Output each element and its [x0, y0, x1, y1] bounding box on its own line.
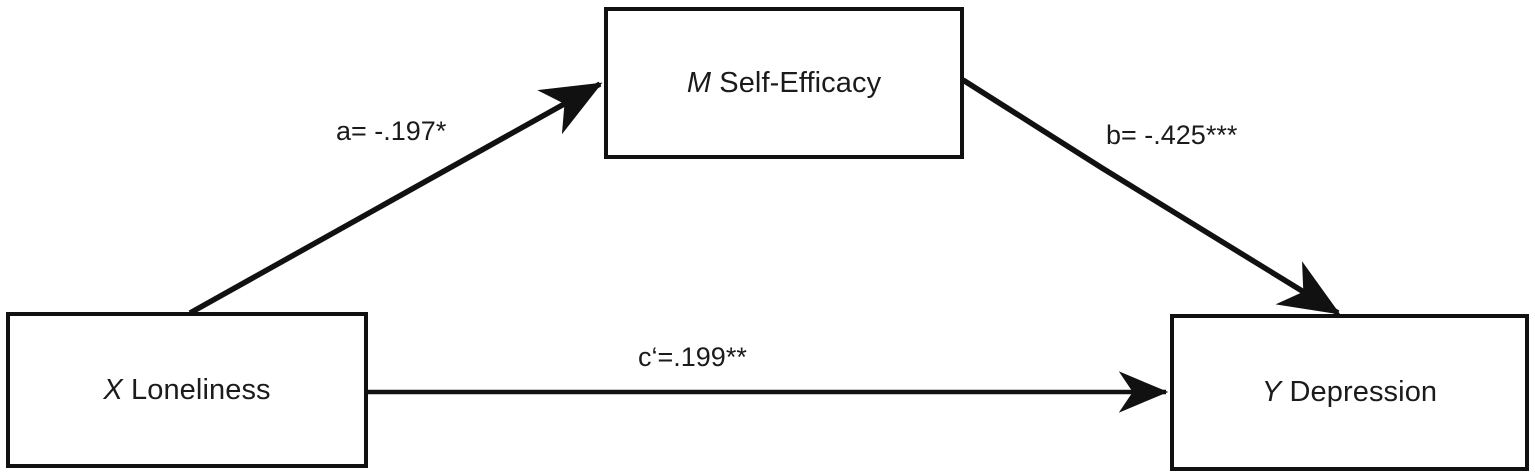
node-label-predictor: X Loneliness — [103, 373, 271, 406]
path-label-a: a= -.197* — [336, 116, 447, 146]
node-label-mediator: M Self-Efficacy — [686, 66, 882, 99]
node-name-predictor: Loneliness — [130, 373, 271, 406]
node-name-mediator: Self-Efficacy — [719, 66, 882, 99]
node-symbol-mediator: M — [686, 66, 712, 99]
node-name-outcome: Depression — [1289, 376, 1438, 408]
node-symbol-outcome: Y — [1261, 376, 1282, 408]
path-b-arrow — [961, 77, 1341, 316]
node-box-mediator: M Self-Efficacy — [604, 7, 964, 159]
path-a-arrow — [188, 81, 603, 316]
path-label-c-prime: c‘=.199** — [638, 342, 747, 372]
node-label-outcome: Y Depression — [1262, 378, 1437, 407]
node-box-predictor: X Loneliness — [6, 312, 368, 468]
node-box-outcome: Y Depression — [1170, 314, 1529, 471]
node-symbol-predictor: X — [103, 373, 123, 406]
path-label-b: b= -.425*** — [1106, 120, 1238, 150]
